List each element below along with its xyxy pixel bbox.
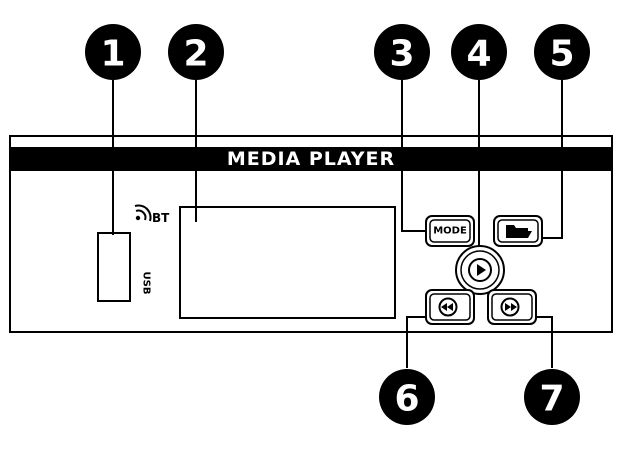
callout-1-number: 1 (100, 34, 125, 75)
panel-title: MEDIA PLAYER (227, 148, 395, 170)
callout-5: 5 (534, 24, 590, 80)
usb-port[interactable] (97, 232, 131, 302)
callout-1: 1 (85, 24, 141, 80)
display-screen (179, 206, 396, 319)
callout-4-number: 4 (466, 34, 491, 75)
leader-line-6 (406, 316, 426, 368)
rewind-icon (441, 303, 453, 311)
callout-4: 4 (451, 24, 507, 80)
bt-label: BT (152, 211, 170, 225)
callout-3-number: 3 (389, 34, 414, 75)
callout-3: 3 (374, 24, 430, 80)
callout-6-number: 6 (394, 379, 419, 420)
mode-button-label: MODE (433, 226, 467, 237)
wifi-signal-icon (134, 204, 152, 222)
title-bar (10, 147, 612, 171)
leader-line-3 (401, 80, 426, 232)
callout-2: 2 (168, 24, 224, 80)
leader-line-7 (536, 316, 553, 368)
folder-icon (506, 225, 532, 238)
callout-2-number: 2 (183, 34, 208, 75)
usb-label: USB (141, 272, 152, 295)
callout-6: 6 (379, 369, 435, 425)
play-icon (477, 264, 486, 276)
leader-line-5 (542, 80, 563, 239)
callout-5-number: 5 (549, 34, 574, 75)
callout-7: 7 (524, 369, 580, 425)
fast-forward-icon (505, 303, 517, 311)
leader-lines (112, 80, 563, 368)
callout-7-number: 7 (539, 379, 564, 420)
